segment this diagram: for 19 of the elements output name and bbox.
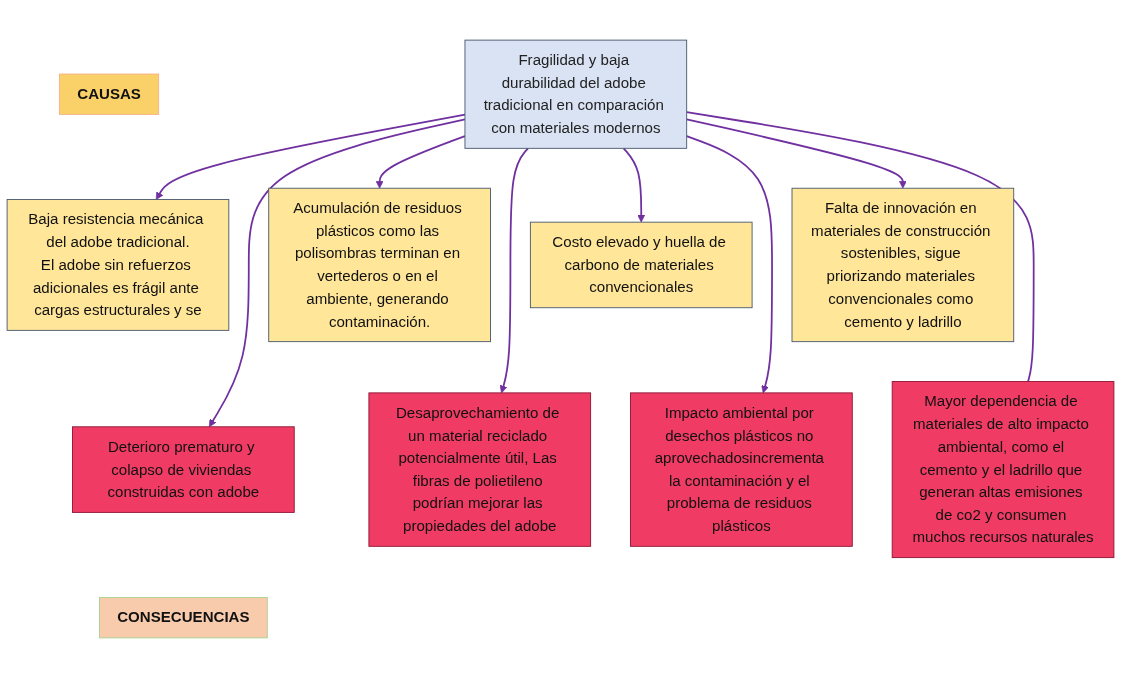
arrow [685, 118, 907, 189]
node-box: Acumulación de residuos plásticos como las polisombras terminan en vertederos o en el ambiente, generando contaminación. [268, 187, 491, 343]
arrow [622, 147, 646, 223]
node-box: Baja resistencia mecánica del adobe tradicional. El adobe sin refuerzos adicionales es frágil ante cargas estructurales y se [6, 199, 230, 331]
node-box: CAUSAS [59, 73, 160, 115]
node-box: Desaprovechamiento de un material reciclado potencialmente útil, Las fibras de polietileno podrían mejorar las propiedades del adobe [368, 392, 592, 547]
connector [685, 111, 1035, 383]
node-box: Mayor dependencia de materiales de alto impacto ambiental, como el cemento y el ladrillo que generan altas emisiones de co2 y consumen muchos recursos naturales [891, 381, 1115, 559]
node-box: Costo elevado y huella de carbono de materiales convencionales [529, 221, 753, 309]
arrow [685, 135, 773, 394]
arrow [499, 147, 529, 394]
arrow [208, 118, 466, 428]
node-box: Deterioro prematuro y colapso de viviendas construidas con adobe [72, 426, 295, 513]
arrow [375, 135, 466, 189]
node-box: CONSECUENCIAS [99, 597, 268, 639]
node-box: Fragilidad y baja durabilidad del adobe tradicional en comparación con materiales modernos [464, 39, 688, 149]
node-box: Impacto ambiental por desechos plásticos no aprovechadosincrementa la contaminación y el problema de residuos plásticos [630, 392, 853, 547]
arrow [155, 113, 466, 200]
node-box: Falta de innovación en materiales de construcción sostenibles, sigue priorizando materiales convencionales como cemento y ladrillo [791, 187, 1015, 343]
